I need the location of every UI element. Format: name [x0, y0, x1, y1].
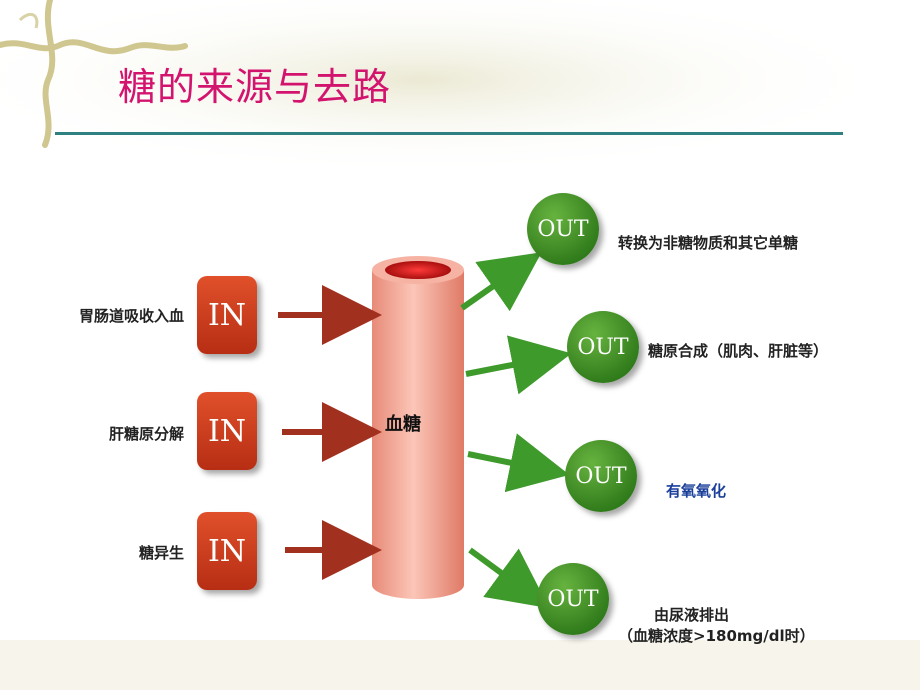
tube-body [372, 270, 464, 599]
tube-opening [385, 261, 451, 279]
output-circle: OUT [527, 193, 599, 265]
header-haze [0, 0, 900, 175]
page-title: 糖的来源与去路 [118, 65, 392, 109]
out-arrow [465, 335, 572, 395]
input-box: IN [197, 512, 257, 590]
blood-sugar-label: 血糖 [385, 414, 421, 435]
blood-vessel-tube [372, 256, 464, 599]
output-circle: OUT [567, 311, 639, 383]
input-box: IN [197, 392, 257, 470]
output-label-aerobic-oxidation: 有氧氧化 [666, 482, 727, 500]
input-box: IN [197, 276, 257, 354]
vine-stem-icon [42, 0, 56, 148]
output-circle: OUT [537, 563, 609, 635]
vine-branch-icon [0, 39, 188, 55]
out-arrow [468, 547, 550, 609]
input-label-gluconeogenesis: 糖异生 [138, 544, 184, 562]
output-label-line-2: （血糖浓度>180mg/dl时） [618, 627, 815, 645]
output-label-conversion: 转换为非糖物质和其它单糖 [618, 234, 799, 252]
output-circle: OUT [565, 440, 637, 512]
input-label-glycogenolysis: 肝糖原分解 [108, 425, 184, 443]
output-label-line-1: 由尿液排出 [654, 606, 730, 624]
out-arrow [460, 252, 542, 312]
out-arrow [467, 433, 570, 493]
footer-haze [0, 640, 920, 690]
title-divider [55, 132, 843, 135]
input-label-intestinal-absorption: 胃肠道吸收入血 [78, 307, 184, 325]
vine-curl-icon [18, 12, 39, 29]
output-label-urine-excretion: 由尿液排出 （血糖浓度>180mg/dl时） [618, 604, 815, 646]
output-label-glycogenesis: 糖原合成（肌肉、肝脏等） [648, 342, 829, 360]
